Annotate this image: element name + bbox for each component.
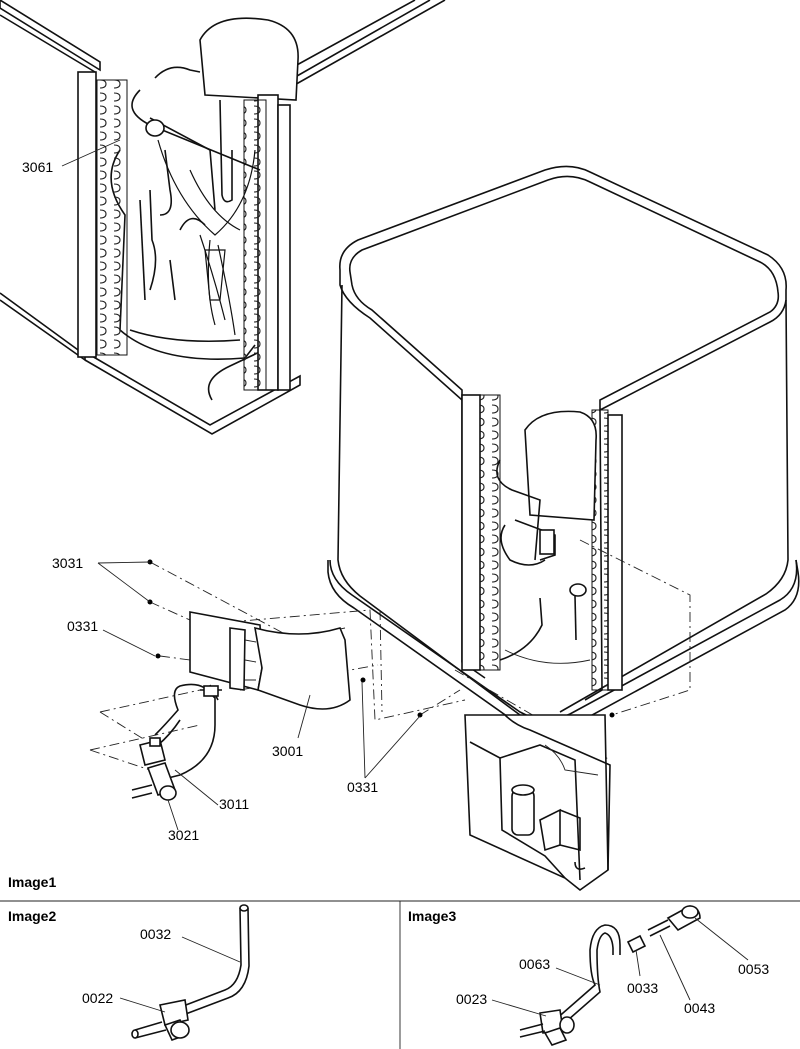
callout-0063: 0063 <box>519 956 550 972</box>
control-box <box>464 714 609 892</box>
callout-3031: 3031 <box>52 555 83 571</box>
callout-0053: 0053 <box>738 961 769 977</box>
callout-3001: 3001 <box>272 743 303 759</box>
callout-0043: 0043 <box>684 1000 715 1016</box>
image3-parts <box>491 905 749 1046</box>
screw-0331-a <box>155 653 161 659</box>
assembled-unit <box>327 165 800 733</box>
image2-parts <box>119 904 250 1041</box>
caption-image2: Image2 <box>8 908 56 924</box>
callout-3011: 3011 <box>219 796 249 812</box>
screw-0331-c <box>417 712 423 718</box>
callout-3061: 3061 <box>22 159 53 175</box>
leader-lines <box>61 139 421 831</box>
callout-3021: 3021 <box>168 827 199 843</box>
caption-image1: Image1 <box>8 874 56 890</box>
screw-0331-b <box>360 677 366 683</box>
valve-bracket-3001 <box>189 611 263 691</box>
callout-0023: 0023 <box>456 991 487 1007</box>
callout-0331-lower: 0331 <box>347 779 378 795</box>
callout-0033: 0033 <box>627 980 658 996</box>
callout-0032: 0032 <box>140 926 171 942</box>
exploded-parts <box>89 539 691 892</box>
caption-image3: Image3 <box>408 908 456 924</box>
callout-0022: 0022 <box>82 990 113 1006</box>
tubing-3011 <box>154 683 216 781</box>
cutaway-unit <box>0 0 446 435</box>
callout-0331-upper: 0331 <box>67 618 98 634</box>
